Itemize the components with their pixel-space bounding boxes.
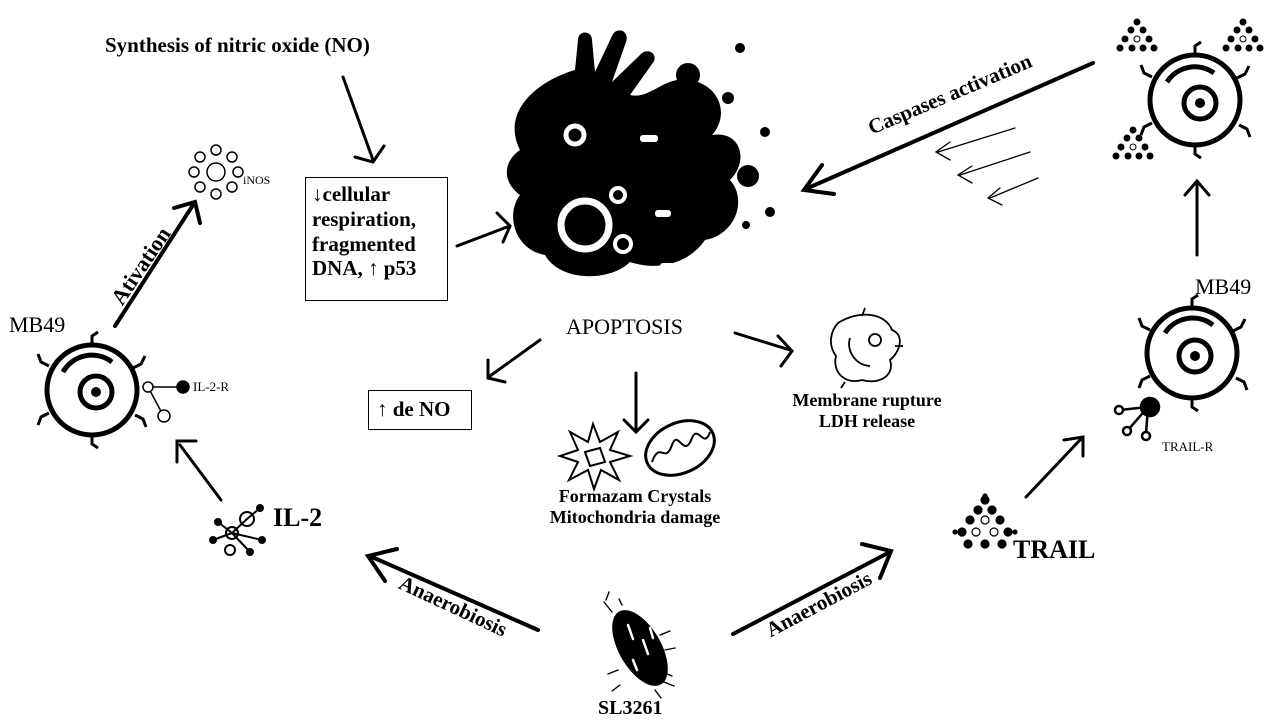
inos-icon: [188, 144, 244, 200]
inos-label: iNOS: [243, 173, 271, 187]
trail-ligand-top-left-icon: [1116, 18, 1158, 52]
arrow-anaerobiosis-right: [731, 542, 894, 636]
bacterium-icon: [603, 591, 676, 699]
caspase-small-arrows: [934, 127, 1039, 206]
il2-label: IL-2: [273, 503, 323, 532]
mb49-cell-top-icon: [1139, 40, 1252, 160]
formazan-crystal-icon: [556, 420, 634, 493]
arrow-caspases: [800, 61, 1095, 196]
arrow-box-to-apoptosis: [455, 211, 512, 248]
mitochondria-icon: [644, 419, 716, 477]
formazan-label: Formazam Crystals Mitochondria damage: [530, 486, 740, 527]
il2r-label: IL-2-R: [193, 379, 230, 394]
apoptotic-cell-icon: [506, 30, 775, 277]
cell-effects-box: ↓cellular respiration, fragmented DNA, ↑…: [305, 177, 448, 301]
mb49-cell-left-icon: [36, 330, 148, 450]
lysing-cell-icon: [830, 307, 903, 389]
mb49-cell-right-icon: [1137, 293, 1249, 413]
arrow-il2-to-mb49: [175, 439, 223, 502]
trailr-label: TRAIL-R: [1162, 439, 1214, 454]
membrane-label: Membrane rupture LDH release: [772, 390, 962, 431]
membrane-line-2: LDH release: [818, 410, 916, 431]
trail-ligand-top-right-icon: [1222, 18, 1264, 52]
no-increase-label: ↑ de NO: [377, 397, 451, 421]
formazan-line-1: Formazam Crystals: [558, 486, 712, 506]
il2-receptor-icon: [142, 380, 190, 423]
arrow-apoptosis-to-membrane: [733, 331, 794, 368]
effects-line-2: respiration,: [312, 206, 417, 231]
trail-ligand-mid-left-icon: [1112, 126, 1154, 160]
mb49-left-label: MB49: [9, 312, 66, 337]
il2-icon: [209, 504, 266, 556]
arrow-trail-to-mb49: [1024, 435, 1085, 499]
formazan-line-2: Mitochondria damage: [549, 506, 721, 527]
arrow-activation: [113, 199, 202, 328]
arrow-no-to-box: [341, 75, 386, 164]
arrow-anaerobiosis-left: [364, 547, 540, 632]
no-synthesis-label: Synthesis of nitric oxide (NO): [105, 33, 370, 57]
arrow-mb49-up: [1183, 178, 1211, 257]
effects-line-1: ↓cellular: [312, 182, 391, 206]
effects-line-3: fragmented: [312, 231, 416, 256]
no-increase-box: ↑ de NO: [368, 390, 472, 430]
bacterium-label: SL3261: [598, 697, 663, 719]
arrow-apoptosis-to-no: [486, 338, 542, 384]
trail-label: TRAIL: [1013, 535, 1096, 564]
effects-line-4: DNA, ↑ p53: [312, 256, 417, 281]
apoptosis-label: APOPTOSIS: [566, 314, 683, 339]
arrow-apoptosis-down: [622, 371, 650, 435]
mb49-right-label: MB49: [1195, 274, 1252, 299]
trail-ligand-icon: [952, 493, 1018, 549]
trail-receptor-icon: [1113, 396, 1161, 442]
membrane-line-1: Membrane rupture: [792, 390, 942, 410]
